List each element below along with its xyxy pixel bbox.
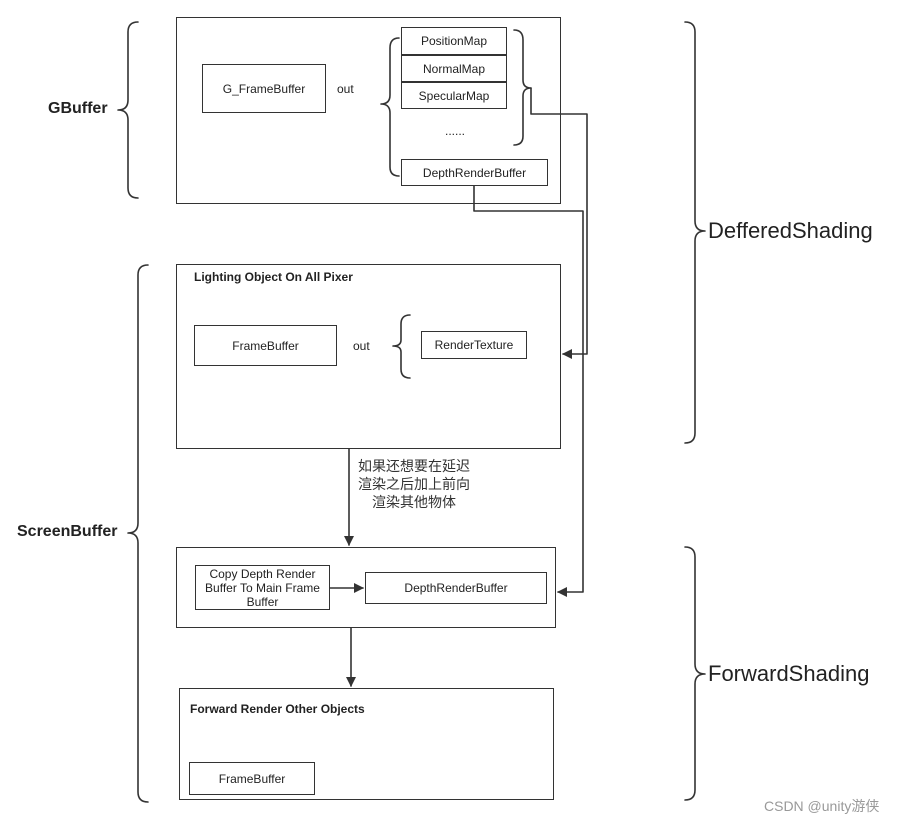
gbuffer-label: GBuffer — [48, 100, 108, 117]
gbuffer-out-label: out — [337, 82, 354, 96]
ellipsis-label: ...... — [445, 124, 466, 138]
render-texture-node: RenderTexture — [421, 331, 527, 359]
lighting-title: Lighting Object On All Pixer — [194, 270, 353, 284]
gbuffer-brace — [117, 21, 139, 199]
screenbuffer-label: ScreenBuffer — [17, 523, 118, 540]
forward-framebuffer-node: FrameBuffer — [189, 762, 315, 795]
deferred-brace — [684, 21, 706, 444]
forward-render-title: Forward Render Other Objects — [190, 702, 365, 716]
csdn-watermark: CSDN @unity游侠 — [764, 798, 880, 814]
specular-map-node: SpecularMap — [401, 82, 507, 109]
lighting-out-label: out — [353, 339, 370, 353]
forward-shading-label: ForwardShading — [708, 661, 870, 686]
copy-depth-node: Copy Depth Render Buffer To Main Frame B… — [195, 565, 330, 610]
g-framebuffer-node: G_FrameBuffer — [202, 64, 326, 113]
deferred-shading-label: DefferedShading — [708, 218, 873, 243]
forward-note: 如果还想要在延迟渲染之后加上前向渲染其他物体 — [358, 459, 470, 511]
position-map-node: PositionMap — [401, 27, 507, 55]
depth-render-buffer-node: DepthRenderBuffer — [401, 159, 548, 186]
main-depth-render-buffer-node: DepthRenderBuffer — [365, 572, 547, 604]
lighting-framebuffer-node: FrameBuffer — [194, 325, 337, 366]
forward-brace — [684, 546, 706, 801]
normal-map-node: NormalMap — [401, 55, 507, 82]
screenbuffer-brace — [127, 264, 149, 803]
